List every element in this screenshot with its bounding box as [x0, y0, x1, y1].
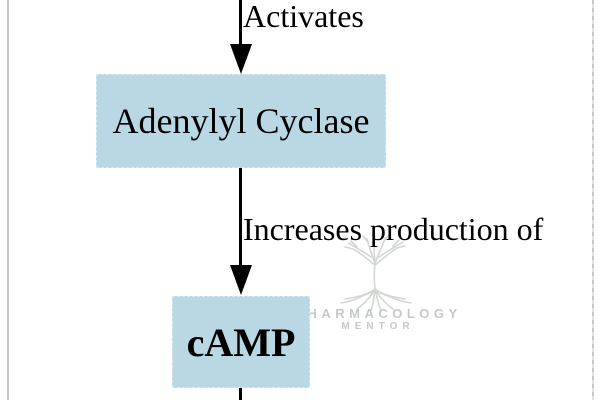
watermark-brand-name: PHARMACOLOGY [294, 306, 462, 321]
node-adenylyl-cyclase: Adenylyl Cyclase [96, 74, 386, 168]
arrow-2-head-icon [230, 265, 252, 295]
node-adenylyl-cyclase-label: Adenylyl Cyclase [112, 101, 370, 141]
frame-line-right [592, 0, 594, 400]
arrow-1-line [239, 0, 242, 48]
arrow-1-head-icon [230, 44, 252, 74]
node-camp-label: cAMP [186, 319, 296, 365]
frame-line-left [7, 0, 9, 400]
edge-label-activates: Activates [243, 0, 364, 34]
watermark-brand-subtitle: MENTOR [341, 321, 415, 332]
arrow-2-line [239, 168, 242, 267]
arrow-3-line [239, 388, 242, 400]
tree-watermark-icon [340, 234, 412, 311]
node-camp: cAMP [172, 296, 310, 388]
edge-label-increases-production: Increases production of [243, 211, 544, 247]
